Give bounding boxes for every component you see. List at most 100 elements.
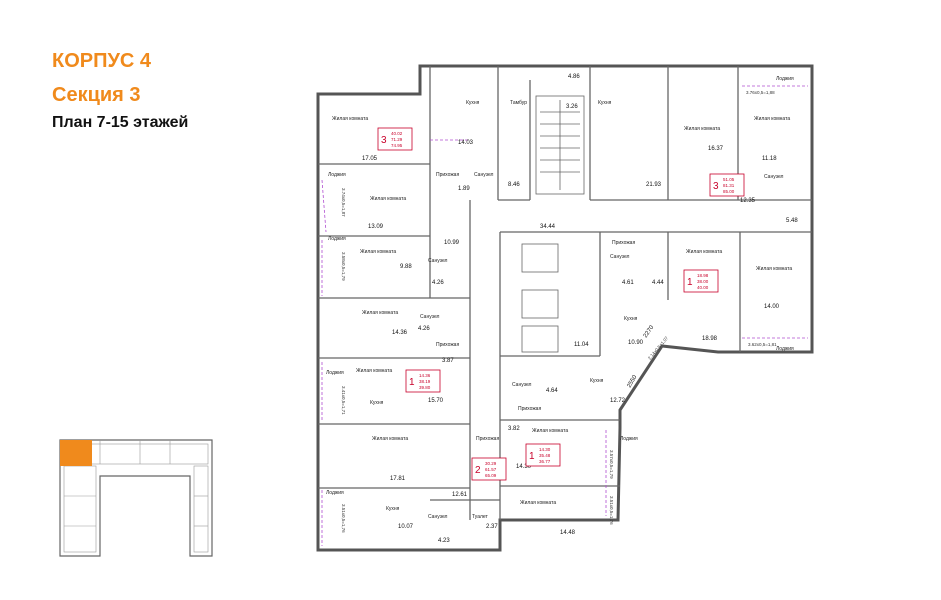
apartment-living-area: 30.29 [485, 461, 497, 466]
room-label-kitchen: Кухня [386, 506, 400, 512]
room-area-31: 17.81 [390, 476, 406, 482]
room-label-living: Жилая комната [372, 436, 408, 442]
room-label-kitchen: Кухня [624, 316, 638, 322]
key-plan-highlight-section [60, 440, 92, 466]
room-area-39: 3.41х0,5=1,71 [341, 386, 346, 415]
apartment-total-area: 35.48 [539, 453, 551, 458]
room-area-25: 3.87 [442, 358, 454, 364]
room-area-2: 4.86 [568, 74, 580, 80]
room-label-living: Жилая комната [362, 310, 398, 316]
outer-walls [316, 64, 814, 552]
room-label-loggia: Лоджия [328, 172, 346, 178]
room-area-8: 3.76х0,5=1,88 [746, 90, 775, 95]
room-area-44: 3.51х0,5=1,76 [609, 496, 614, 525]
room-area-18: 4.61 [622, 280, 634, 286]
section-title: Секция 3 [52, 84, 141, 106]
room-area-7: 11.18 [762, 156, 777, 162]
room-label-living: Жилая комната [332, 116, 368, 122]
apartment-full-area: 40.00 [697, 285, 709, 290]
room-label-bath: Санузел [474, 172, 494, 178]
room-label-kitchen: Кухня [370, 400, 384, 406]
room-label-living: Жилая комната [520, 500, 556, 506]
apartment-total-area: 38.00 [697, 279, 709, 284]
apartment-full-area: 74.95 [391, 143, 403, 148]
room-area-4: 8.46 [508, 182, 520, 188]
apartment-total-area: 38.19 [419, 379, 431, 384]
apartment-living-area: 14.36 [419, 373, 431, 378]
room-label-loggia: Лоджия [326, 370, 344, 376]
building-title: КОРПУС 4 [52, 50, 152, 72]
room-label-bath: Санузел [764, 174, 784, 180]
apartment-rooms: 1 [529, 451, 535, 462]
key-plan-right-wing [193, 465, 209, 553]
room-label-loggia: Лоджия [328, 236, 346, 242]
apartment-full-area: 36.77 [539, 459, 551, 464]
room-area-20: 14.36 [392, 330, 408, 336]
room-area-24: 18.98 [702, 336, 718, 342]
room-area-22: 10.90 [628, 340, 644, 346]
room-area-35: 2.37 [486, 524, 498, 530]
room-label-living: Жилая комната [754, 116, 790, 122]
room-area-6: 16.37 [708, 146, 724, 152]
room-area-33: 10.07 [398, 524, 414, 530]
room-label-hall: Прихожая [518, 406, 541, 412]
room-area-34: 4.23 [438, 538, 450, 544]
apartment-rooms: 3 [713, 181, 719, 192]
apartment-rooms: 1 [409, 377, 415, 388]
room-area-0: 17.05 [362, 156, 378, 162]
room-area-36: 14.48 [560, 530, 576, 536]
apartment-total-area: 71.29 [391, 137, 403, 142]
room-area-15: 9.88 [400, 264, 412, 270]
room-label-living: Жилая комната [356, 368, 392, 374]
apartment-rooms: 2 [475, 465, 481, 476]
room-area-37: 3.74х0,5=1,87 [341, 188, 346, 217]
room-label-living: Жилая комната [532, 428, 568, 434]
room-area-11: 12.35 [740, 198, 756, 204]
room-area-12: 5.48 [786, 218, 798, 224]
room-area-26: 4.64 [546, 388, 558, 394]
room-area-23: 14.00 [764, 304, 780, 310]
room-label-living: Жилая комната [360, 249, 396, 255]
room-label-living: Жилая комната [756, 266, 792, 272]
apartment-dividers [321, 85, 808, 546]
apartment-rooms: 3 [381, 135, 387, 146]
room-label-hall: Прихожая [612, 240, 635, 246]
room-area-41: 3.62х0,5=1,81 [748, 342, 777, 347]
apartment-total-area: 61.57 [485, 467, 497, 472]
key-plan-outline [59, 439, 213, 557]
apartment-rooms: 1 [687, 277, 693, 288]
apartment-full-area: 39.80 [419, 385, 431, 390]
apartment-badge-box [683, 269, 719, 293]
room-area-29: 3.82 [508, 426, 520, 432]
room-area-21: 11.04 [574, 342, 589, 348]
room-label-loggia: Лоджия [620, 436, 638, 442]
apartment-living-area: 40.02 [391, 131, 403, 136]
room-area-10: 1.89 [458, 186, 470, 192]
room-label-bath: Санузел [428, 258, 448, 264]
room-area-28: 12.72 [610, 398, 626, 404]
room-label-bath: Санузел [428, 514, 448, 520]
room-area-13: 10.99 [444, 240, 460, 246]
room-area-19: 4.44 [652, 280, 664, 286]
room-label-living: Жилая комната [684, 126, 720, 132]
room-area-42: 2.14х0,5=1,07 [647, 335, 670, 361]
room-label-kitchen: Кухня [598, 100, 612, 106]
room-area-17: 4.26 [418, 326, 430, 332]
room-label-living: Жилая комната [686, 249, 722, 255]
stair-and-lifts [521, 95, 585, 353]
room-area-3: 3.26 [566, 104, 578, 110]
room-label-kitchen: Кухня [466, 100, 480, 106]
room-label-bath: Санузел [512, 382, 532, 388]
apartment-full-area: 65.09 [485, 473, 497, 478]
room-area-40: 3.51х0,5=1,76 [341, 504, 346, 533]
room-area-5: 21.93 [646, 182, 662, 188]
room-label-vestibule: Тамбур [510, 100, 527, 106]
room-area-45: 2270 [643, 324, 656, 339]
apartment-total-area: 81.31 [723, 183, 735, 188]
room-area-32: 12.61 [452, 492, 468, 498]
